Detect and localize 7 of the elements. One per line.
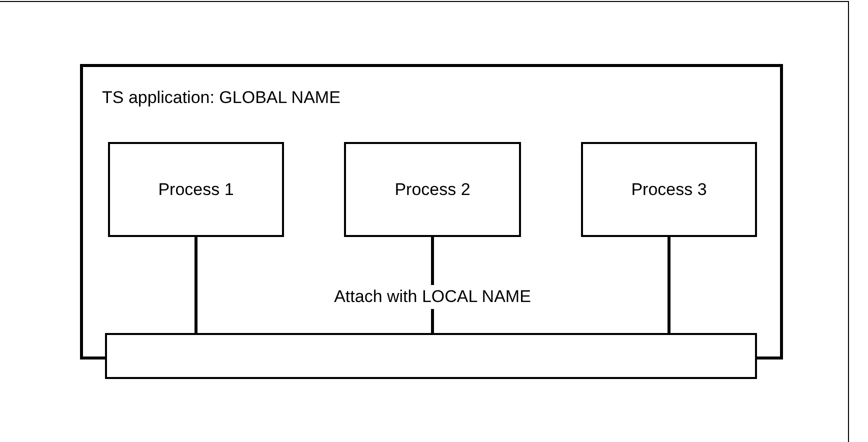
process-box: Process 1	[108, 142, 284, 237]
process-box: Process 2	[344, 142, 521, 237]
connector-line	[668, 237, 670, 333]
connector-line	[194, 237, 198, 333]
layer-box	[105, 333, 757, 379]
process-box: Process 3	[581, 142, 757, 237]
group-heading: TS application: GLOBAL NAME	[102, 88, 340, 108]
